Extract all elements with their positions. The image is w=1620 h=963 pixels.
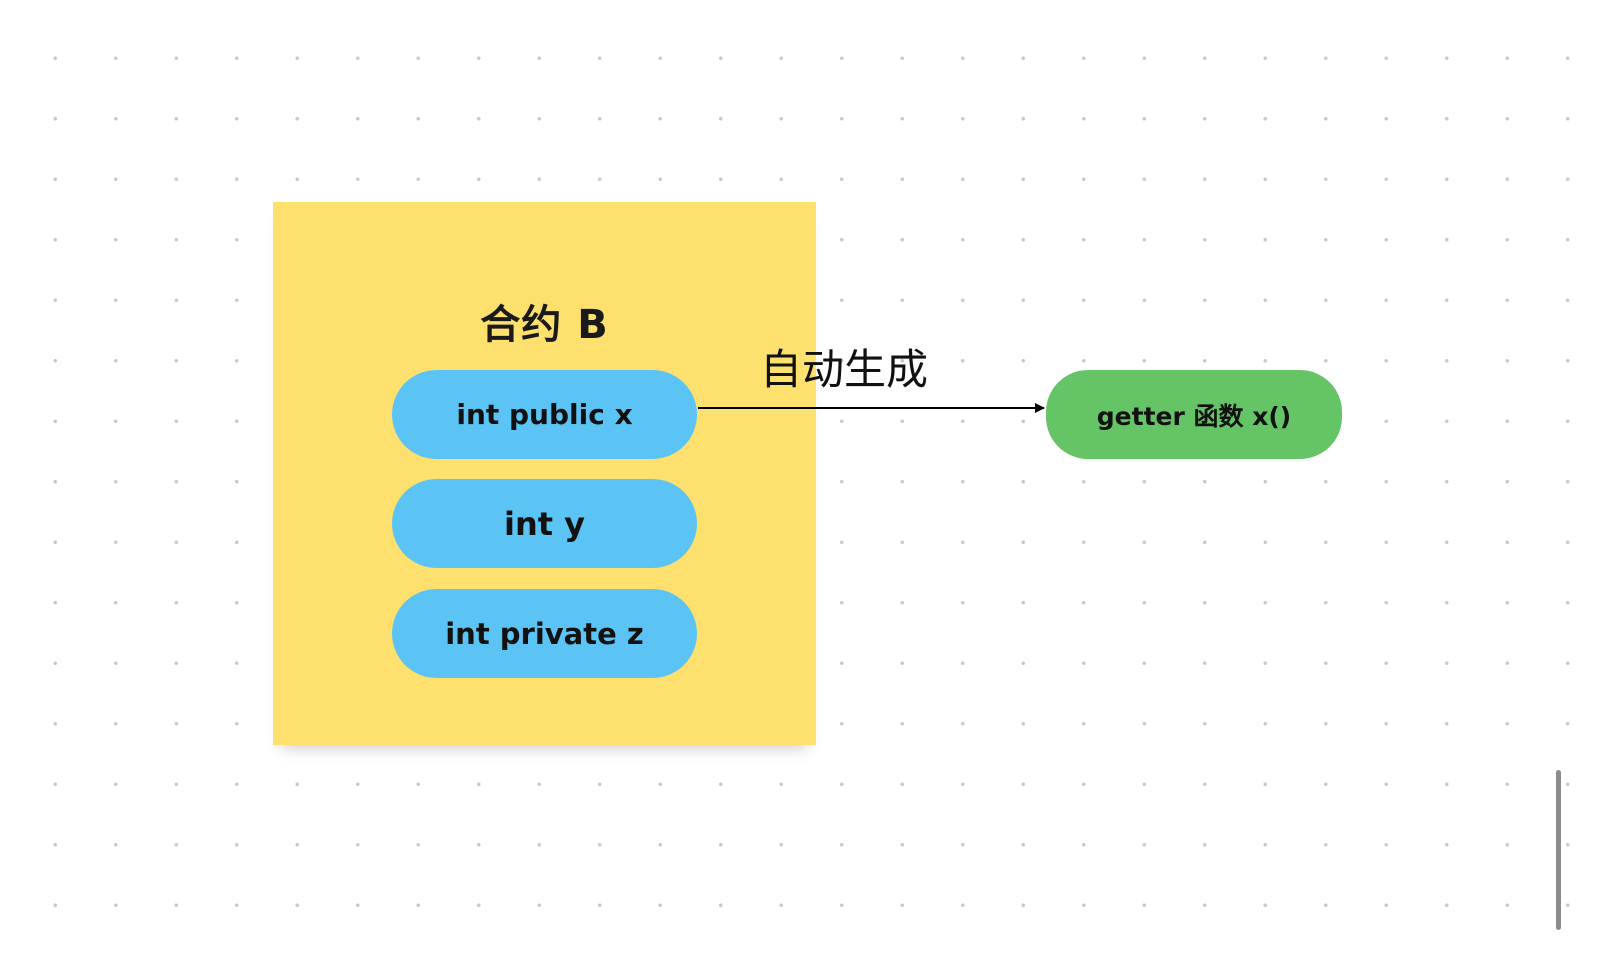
edge-label-auto-generate: 自动生成 [760,345,929,394]
contract-title: 合约 B [480,302,609,348]
field-int-y[interactable]: int y [392,479,697,568]
field-label: int private z [445,616,644,651]
getter-function-node[interactable]: getter 函数 x() [1046,370,1342,459]
field-int-public-x[interactable]: int public x [392,370,697,459]
vertical-scrollbar[interactable] [1556,770,1561,930]
field-int-private-z[interactable]: int private z [392,589,697,678]
getter-label: getter 函数 x() [1096,401,1292,431]
field-label: int public x [456,398,633,431]
field-label: int y [503,504,586,543]
